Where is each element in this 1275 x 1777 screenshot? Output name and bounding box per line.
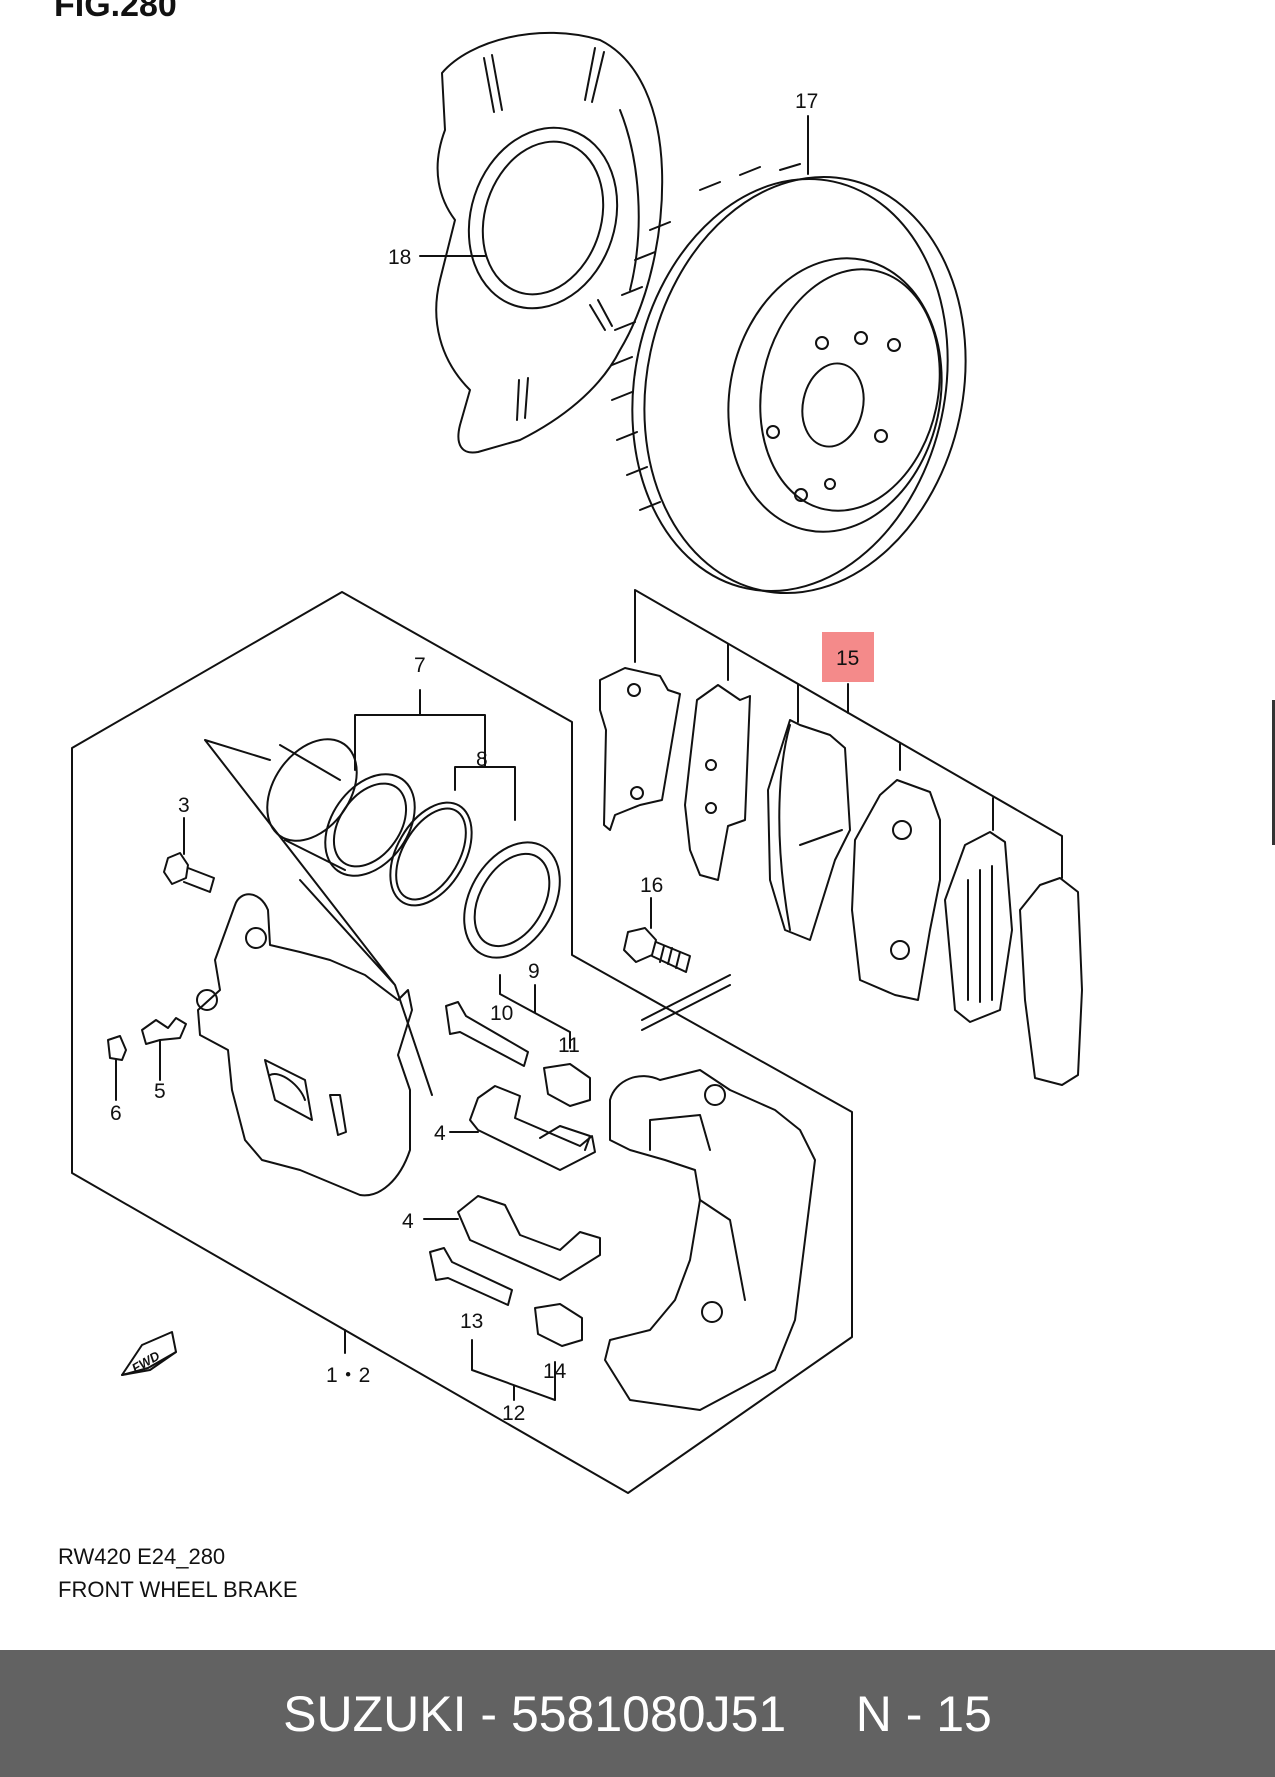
fwd-arrow-icon	[121, 1331, 177, 1376]
callout-7: 7	[414, 654, 426, 677]
diagram-title: FRONT WHEEL BRAKE	[58, 1577, 298, 1602]
caliper-bracket-drawing	[604, 1069, 816, 1411]
bolt-16-drawing	[623, 927, 691, 973]
footer-part-number: 5581080J51	[510, 1685, 787, 1742]
footer-separator: -	[466, 1685, 511, 1742]
diagram-code: RW420 E24_280	[58, 1544, 226, 1569]
caliper-group-frame	[71, 591, 853, 1494]
footer-brand: SUZUKI	[283, 1685, 467, 1742]
callout-3: 3	[178, 794, 190, 817]
callout-6: 6	[110, 1102, 122, 1125]
split-line	[641, 974, 731, 1021]
callout-11: 11	[558, 1034, 580, 1057]
caliper-body-drawing	[196, 739, 433, 1197]
footer-ref-number: 15	[936, 1685, 992, 1742]
guide-pins-drawing	[429, 1001, 591, 1347]
brake-disc-drawing	[611, 163, 967, 595]
footer-bar: SUZUKI - 5581080J51 N - 15	[0, 1650, 1275, 1777]
callout-12: 12	[502, 1402, 525, 1425]
callout-4b: 4	[402, 1210, 414, 1233]
bolt-3-drawing	[163, 852, 215, 893]
bleeder-drawing	[107, 1017, 187, 1061]
piston-seals-drawing	[266, 738, 561, 959]
callout-9: 9	[528, 960, 540, 983]
callout-8: 8	[476, 748, 488, 771]
exploded-parts-diagram: 17 18 15 7 8 3 16 9 10 11 4 4 5 6 13 14 …	[71, 31, 1083, 1494]
callout-14: 14	[543, 1360, 567, 1383]
callout-5: 5	[154, 1080, 166, 1103]
callout-1-2: 1・2	[326, 1364, 370, 1387]
figure-number: FIG.280	[54, 0, 177, 24]
pad-clips-drawing	[457, 1085, 601, 1281]
leader-7	[354, 689, 486, 771]
footer-ref-prefix: N -	[855, 1685, 937, 1742]
callout-16: 16	[640, 874, 663, 897]
callout-18: 18	[388, 246, 411, 269]
callout-15-highlight	[822, 632, 874, 682]
leader-12	[471, 1339, 556, 1401]
leader-8	[454, 749, 516, 821]
edge-mark	[1272, 700, 1275, 845]
callout-17: 17	[795, 90, 818, 113]
footer-gap	[786, 1685, 855, 1743]
dust-shield-drawing	[435, 31, 664, 454]
callout-4a: 4	[434, 1122, 446, 1145]
brake-pads-drawing	[599, 667, 1083, 1086]
callout-10: 10	[490, 1002, 513, 1025]
callout-labels: 17 18 15 7 8 3 16 9 10 11 4 4 5 6 13 14 …	[110, 90, 859, 1425]
callout-15: 15	[836, 647, 859, 670]
callout-13: 13	[460, 1310, 483, 1333]
section-divider	[641, 984, 731, 1031]
leader-9	[499, 974, 571, 1049]
